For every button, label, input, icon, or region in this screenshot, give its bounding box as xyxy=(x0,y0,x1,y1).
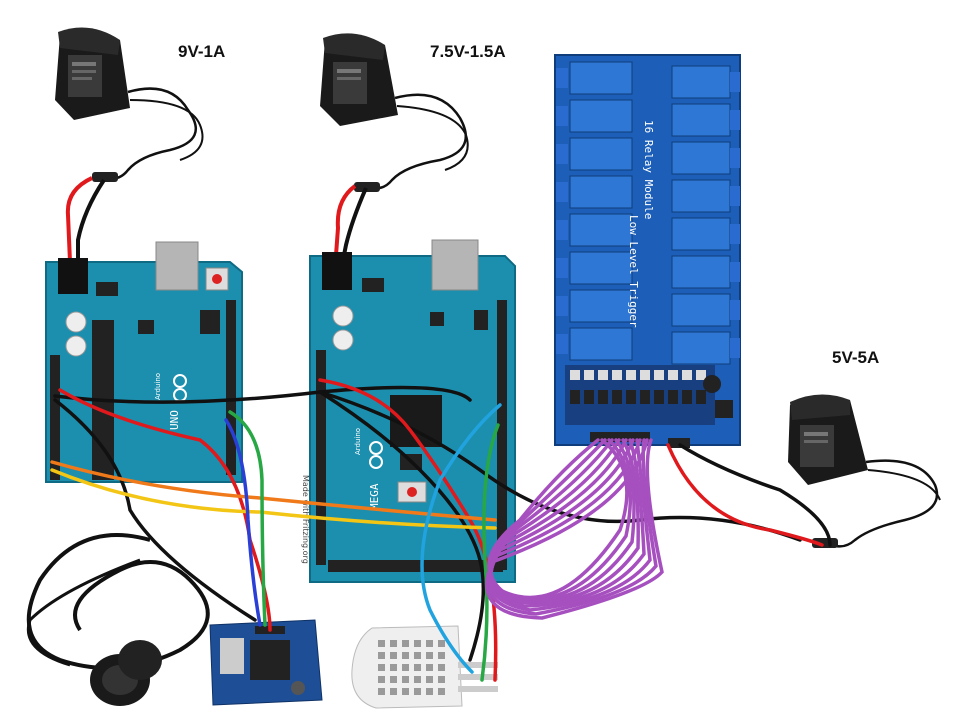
relay-unit xyxy=(569,61,633,95)
mega-brand-text: Arduino xyxy=(354,428,362,455)
relay-subtitle-text: Low Level Trigger xyxy=(627,215,640,328)
mega-model-text: MEGA xyxy=(368,483,381,510)
ultrasonic-sensor-icon xyxy=(26,533,323,706)
wires xyxy=(50,378,832,682)
fritzing-watermark: Made with Fritzing.org xyxy=(301,475,310,564)
relay-unit xyxy=(671,179,731,213)
arduino-mega-board: Arduino MEGA xyxy=(309,239,516,583)
relay-unit xyxy=(671,331,731,365)
psu2-label: 7.5V-1.5A xyxy=(430,42,506,61)
relay-title-text: 16 Relay Module xyxy=(642,120,655,219)
relay-unit xyxy=(569,289,633,323)
relay-unit xyxy=(569,175,633,209)
psu3-label: 5V-5A xyxy=(832,348,879,367)
dht-sensor-icon xyxy=(351,625,498,709)
relay-unit xyxy=(569,327,633,361)
relay-unit xyxy=(569,213,633,247)
relay-unit xyxy=(569,137,633,171)
relay-unit xyxy=(671,141,731,175)
relay-unit xyxy=(671,255,731,289)
power-adapter-3 xyxy=(788,394,941,548)
power-adapter-1 xyxy=(55,27,204,182)
relay-unit xyxy=(671,293,731,327)
uno-brand-text: Arduino xyxy=(154,373,162,400)
relay-unit xyxy=(671,217,731,251)
relay-module-board: 16 Relay Module Low Level Trigger xyxy=(554,54,741,448)
power-adapter-2 xyxy=(320,33,469,192)
relay-unit xyxy=(671,65,731,99)
uno-model-text: UNO xyxy=(168,410,181,430)
relay-unit xyxy=(569,99,633,133)
relay-unit xyxy=(569,251,633,285)
psu1-label: 9V-1A xyxy=(178,42,225,61)
arduino-uno-board: Arduino UNO xyxy=(45,241,243,483)
relay-unit xyxy=(671,103,731,137)
